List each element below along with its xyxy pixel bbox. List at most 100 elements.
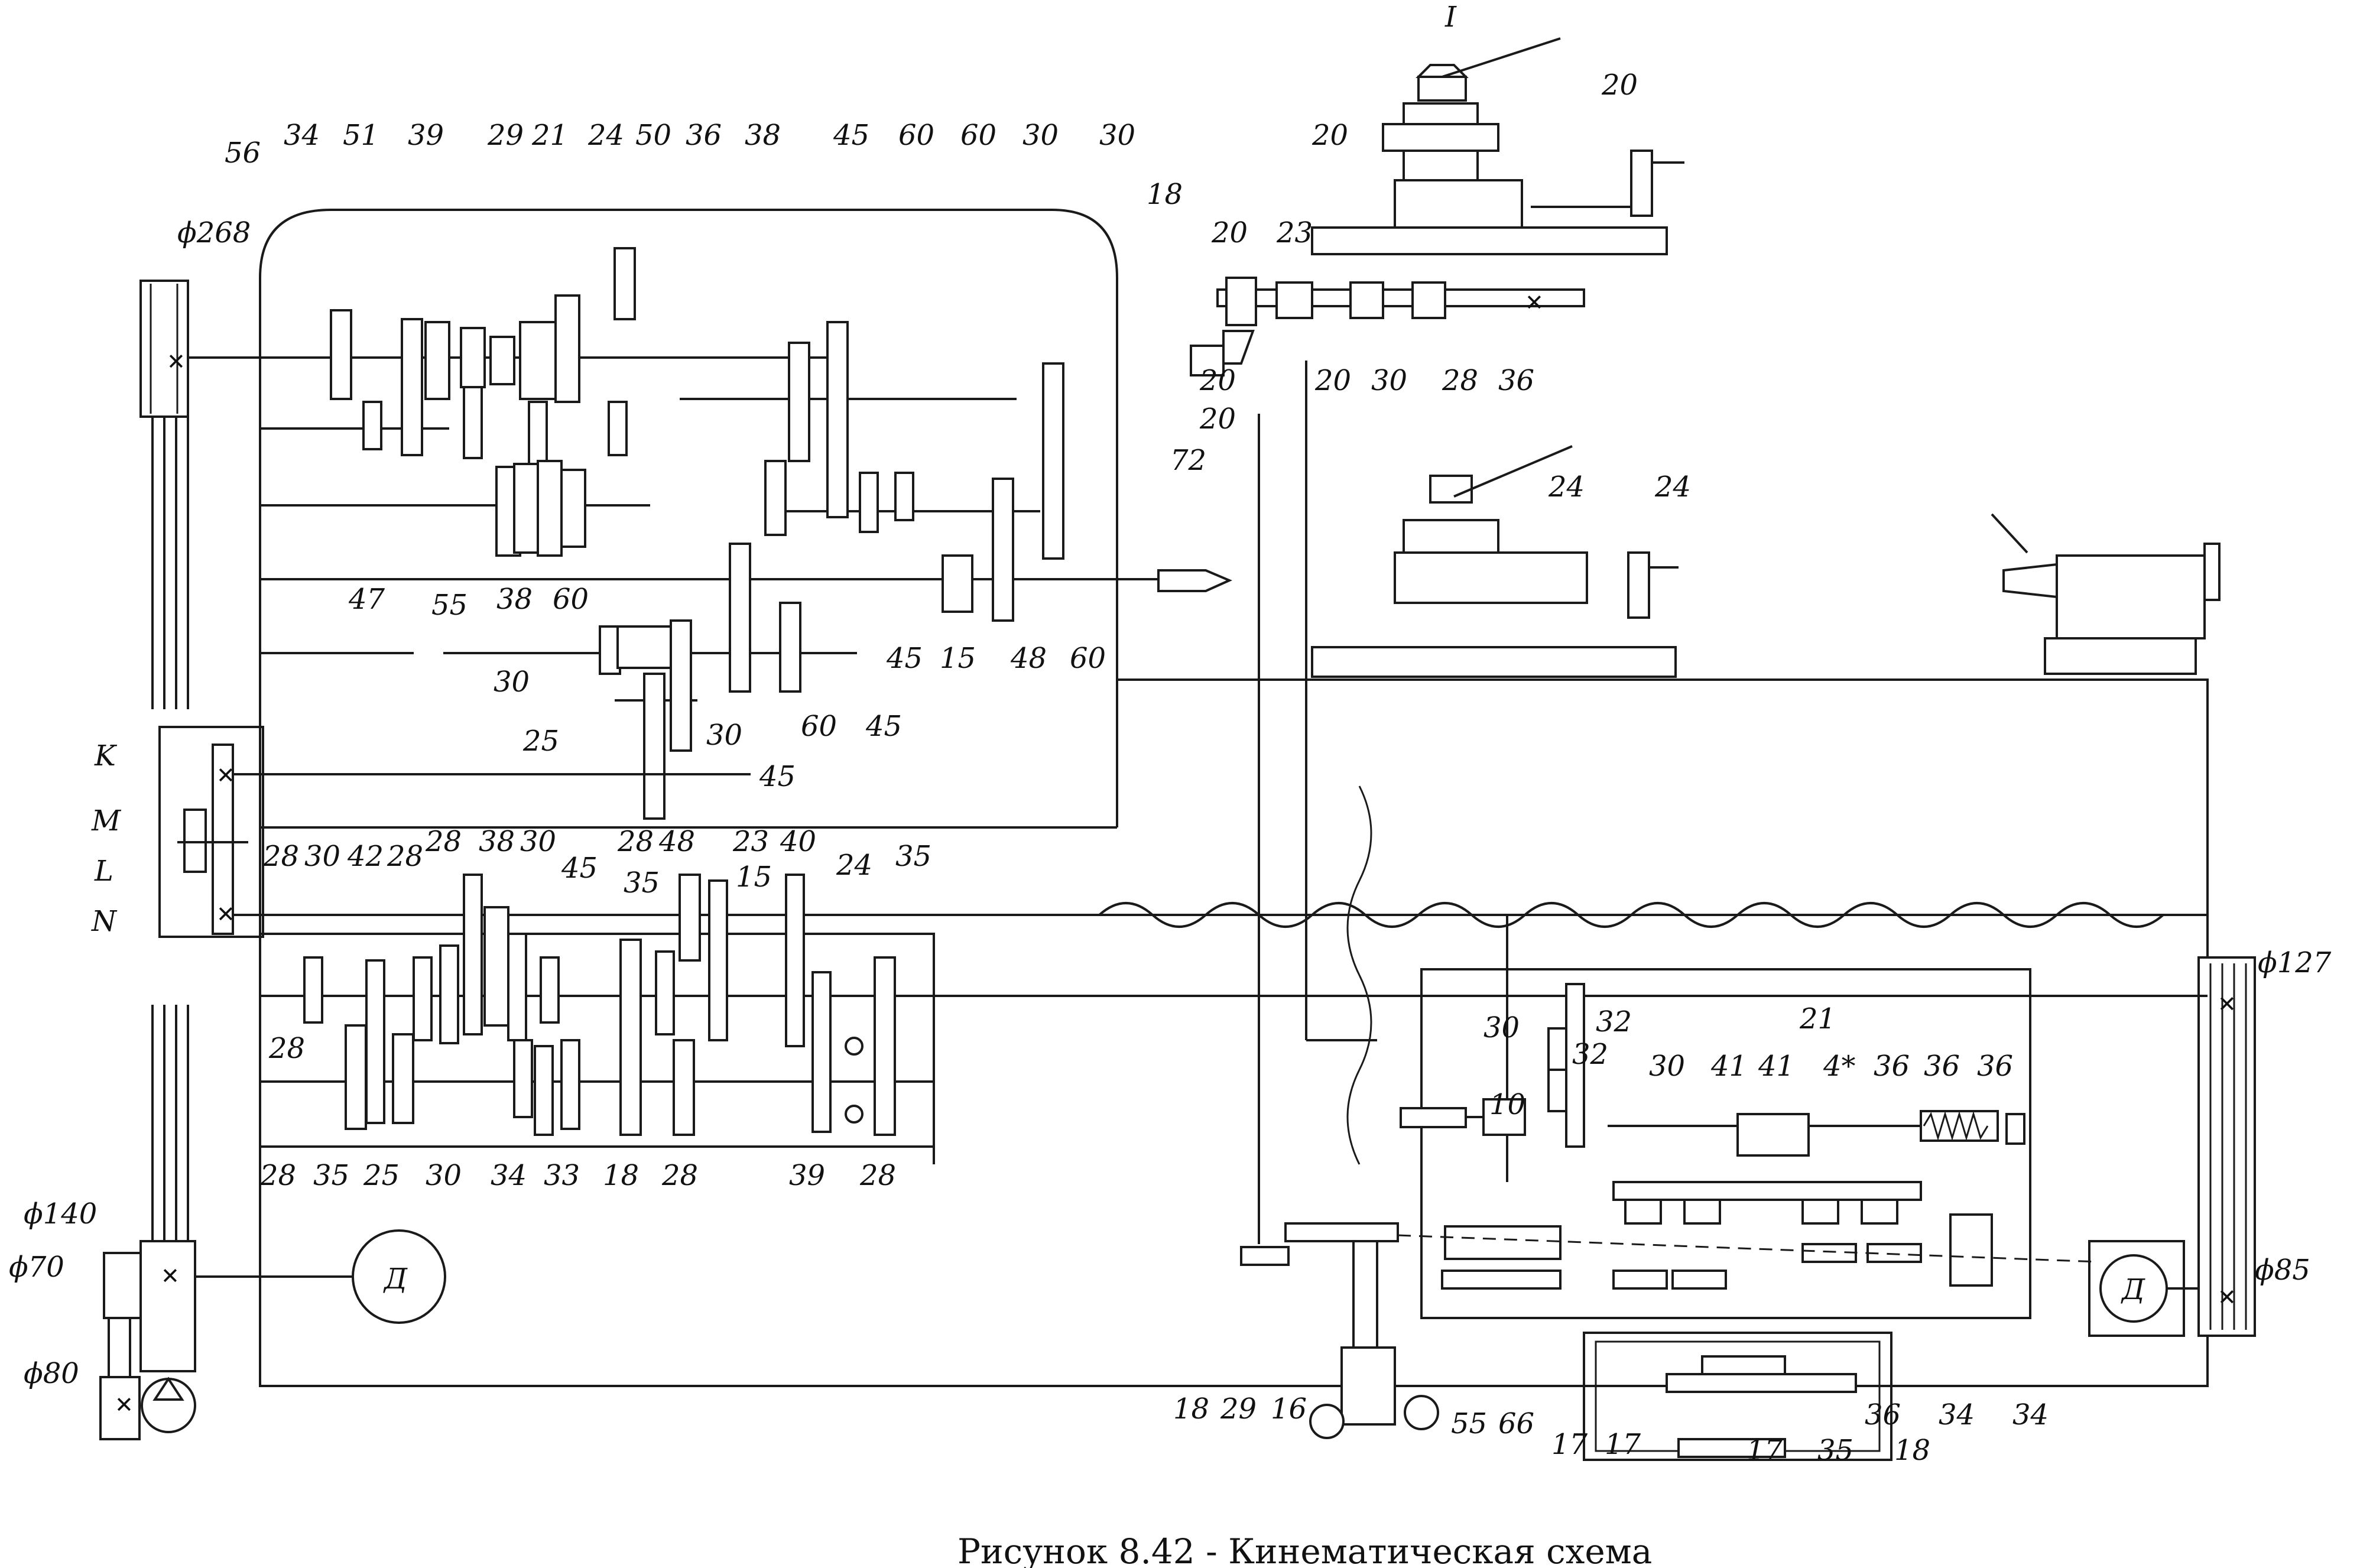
svg-text:10: 10 xyxy=(1489,1088,1525,1121)
svg-text:28: 28 xyxy=(859,1159,896,1192)
svg-text:60: 60 xyxy=(1070,642,1106,675)
svg-text:36: 36 xyxy=(1874,1050,1910,1083)
svg-text:✕: ✕ xyxy=(115,1392,134,1418)
main-motor: Д xyxy=(352,1229,446,1324)
svg-text:29: 29 xyxy=(487,119,524,152)
clutch-labels: K M L N xyxy=(91,739,122,938)
svg-text:15: 15 xyxy=(940,642,976,675)
svg-text:45: 45 xyxy=(561,852,598,885)
svg-text:23: 23 xyxy=(1276,216,1313,249)
svg-text:72: 72 xyxy=(1170,444,1206,477)
apron-bottom-labels: 18 29 16 55 66 17 17 17 35 18 36 34 34 xyxy=(1173,1392,2049,1467)
svg-text:66: 66 xyxy=(1498,1407,1534,1440)
svg-text:28: 28 xyxy=(1442,364,1478,397)
svg-text:28: 28 xyxy=(617,825,654,858)
pulley-labels: ϕ268 ϕ140 ϕ70 ϕ80 ϕ127 ϕ85 xyxy=(9,216,2332,1390)
svg-text:28: 28 xyxy=(387,840,423,873)
svg-text:28: 28 xyxy=(425,825,462,858)
svg-text:30: 30 xyxy=(426,1159,462,1192)
svg-text:51: 51 xyxy=(343,119,379,152)
svg-text:35: 35 xyxy=(624,866,660,900)
label-clutch-l: L xyxy=(94,855,113,888)
svg-text:28: 28 xyxy=(262,840,299,873)
svg-text:35: 35 xyxy=(313,1159,349,1192)
svg-text:✕: ✕ xyxy=(216,762,235,788)
svg-text:48: 48 xyxy=(1010,642,1047,675)
svg-text:✕: ✕ xyxy=(2218,1284,2236,1310)
svg-text:25: 25 xyxy=(363,1159,400,1192)
svg-text:30: 30 xyxy=(520,825,556,858)
svg-text:24: 24 xyxy=(836,849,872,882)
svg-text:✕: ✕ xyxy=(161,1263,180,1289)
svg-text:18: 18 xyxy=(1147,178,1183,211)
svg-text:30: 30 xyxy=(1649,1050,1685,1083)
feed-belt-drive xyxy=(2166,956,2256,1337)
svg-text:34: 34 xyxy=(284,119,320,152)
svg-text:36: 36 xyxy=(1924,1050,1960,1083)
svg-text:32: 32 xyxy=(1572,1038,1608,1071)
connecting-lines xyxy=(1258,361,1508,1244)
svg-text:38: 38 xyxy=(479,825,515,858)
svg-text:32: 32 xyxy=(1596,1005,1632,1038)
svg-text:25: 25 xyxy=(522,725,559,758)
svg-text:50: 50 xyxy=(635,119,671,152)
svg-text:45: 45 xyxy=(833,119,869,152)
main-motor-label: Д xyxy=(383,1262,408,1296)
svg-text:28: 28 xyxy=(268,1032,305,1065)
svg-text:29: 29 xyxy=(1220,1392,1257,1426)
svg-text:15: 15 xyxy=(736,861,772,894)
apron-mechanism xyxy=(1240,983,2099,1458)
svg-text:20: 20 xyxy=(1199,364,1236,397)
svg-text:38: 38 xyxy=(496,583,533,616)
tool-post-labels: I 20 20 20 23 20 30 28 36 20 20 xyxy=(1199,1,1638,436)
gearbox-top-labels: 28 30 42 28 28 38 30 45 35 28 48 23 15 4… xyxy=(262,825,931,900)
svg-text:60: 60 xyxy=(898,119,934,152)
label-main-bottom-pulley: ϕ140 xyxy=(24,1197,97,1231)
svg-text:30: 30 xyxy=(1371,364,1407,397)
svg-text:41: 41 xyxy=(1758,1050,1794,1083)
svg-text:39: 39 xyxy=(408,119,444,152)
cross-slide xyxy=(1311,445,1679,678)
svg-text:16: 16 xyxy=(1271,1392,1307,1426)
svg-text:42: 42 xyxy=(347,840,384,873)
figure-caption: Рисунок 8.42 - Кинематическая схема xyxy=(957,1531,1652,1568)
svg-text:35: 35 xyxy=(1817,1434,1853,1467)
svg-text:36: 36 xyxy=(1498,364,1534,397)
svg-text:18: 18 xyxy=(603,1159,639,1192)
svg-text:21: 21 xyxy=(531,119,568,152)
svg-text:36: 36 xyxy=(686,119,722,152)
svg-text:30: 30 xyxy=(1022,119,1059,152)
gearbox-gears xyxy=(303,874,896,1136)
svg-text:36: 36 xyxy=(1977,1050,2013,1083)
main-belt-drive xyxy=(99,280,839,1440)
lead-screw xyxy=(1098,902,2164,928)
feed-motor-label: Д xyxy=(2121,1273,2145,1306)
svg-text:28: 28 xyxy=(259,1159,296,1192)
svg-text:38: 38 xyxy=(745,119,781,152)
apron-labels: 30 32 10 32 30 41 41 21 4* 36 36 36 xyxy=(1483,1002,2013,1121)
label-feed-pulley: ϕ127 xyxy=(2258,946,2332,979)
svg-text:33: 33 xyxy=(544,1159,580,1192)
headstock-mid-labels: 47 55 38 60 45 15 48 60 72 30 25 30 60 4… xyxy=(348,444,1206,793)
label-main-top-pulley: ϕ268 xyxy=(177,216,251,249)
headstock-gears xyxy=(330,247,1064,820)
svg-text:60: 60 xyxy=(553,583,589,616)
svg-text:20: 20 xyxy=(1314,364,1351,397)
label-clutch-m: M xyxy=(91,804,122,837)
tool-post xyxy=(1190,37,1684,376)
svg-text:✕: ✕ xyxy=(2218,991,2236,1017)
label-clutch-k: K xyxy=(94,739,118,772)
svg-text:24: 24 xyxy=(1548,470,1585,504)
break-lines xyxy=(1346,785,1372,1165)
svg-text:34: 34 xyxy=(2012,1398,2049,1431)
svg-text:28: 28 xyxy=(661,1159,698,1192)
svg-text:17: 17 xyxy=(1605,1428,1641,1461)
svg-text:30: 30 xyxy=(304,840,340,873)
label-pump-pulley-2: ϕ80 xyxy=(24,1357,79,1390)
pump-symbol xyxy=(141,1377,196,1433)
gearbox-bottom-labels: 28 28 35 25 30 34 33 18 28 39 28 xyxy=(259,1032,896,1192)
svg-text:17: 17 xyxy=(1747,1434,1783,1467)
clutch-box xyxy=(177,744,934,935)
svg-text:36: 36 xyxy=(1865,1398,1901,1431)
